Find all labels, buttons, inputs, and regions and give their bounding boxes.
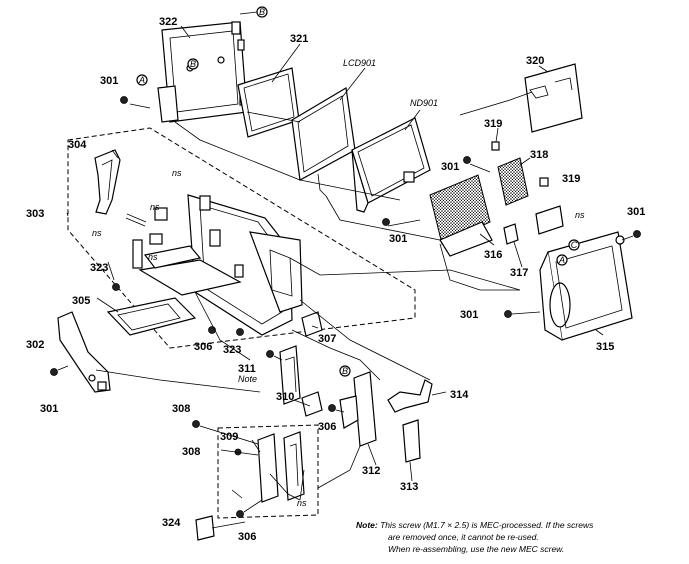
ns-label: ns <box>297 498 307 508</box>
label-319-b: 319 <box>562 173 580 185</box>
part-314-flex-cable <box>387 379 433 413</box>
leader-lines <box>57 25 634 529</box>
label-323-a: 323 <box>90 262 108 274</box>
part-320-sheet <box>524 63 583 133</box>
label-306-a: 306 <box>194 341 212 353</box>
part-311-hinge-plate <box>279 345 301 405</box>
part-310-bracket <box>301 391 323 417</box>
ns-label: ns <box>150 202 160 212</box>
ns-label: ns <box>148 252 158 262</box>
ns-label: ns <box>92 228 102 238</box>
label-311-note: Note <box>238 374 257 384</box>
callout-b-frame: B <box>190 59 196 69</box>
label-316: 316 <box>484 249 502 261</box>
label-307: 307 <box>318 333 336 345</box>
part-ns-small-block <box>535 205 564 235</box>
part-308-group <box>217 424 319 519</box>
ns-label: ns <box>575 210 585 220</box>
label-306-b: 306 <box>318 421 336 433</box>
label-311: 311 <box>238 363 256 375</box>
part-321-glass-panel <box>237 67 300 138</box>
label-302: 302 <box>26 339 44 351</box>
note-text: Note: This screw (M1.7 × 2.5) is MEC-pro… <box>356 519 686 555</box>
label-306-c: 306 <box>238 531 256 543</box>
label-310: 310 <box>276 391 294 403</box>
label-301-a: 301 <box>100 75 118 87</box>
label-314: 314 <box>450 389 469 401</box>
part-312-bracket <box>339 371 377 447</box>
ns-markers: ns ns ns ns ns ns <box>92 168 585 508</box>
callout-a-right: A <box>558 255 565 265</box>
part-317 <box>503 223 519 245</box>
note-label: Note: <box>356 520 378 530</box>
label-321: 321 <box>290 33 308 45</box>
part-307-clip <box>301 311 323 337</box>
part-lcd901-panel <box>291 87 356 197</box>
label-303: 303 <box>26 208 44 220</box>
part-315-rear-cover <box>539 231 633 341</box>
part-304-bracket <box>94 149 121 215</box>
part-303-main-frame-group <box>67 127 416 349</box>
callout-markers: B A B A C B <box>136 6 580 377</box>
ns-label: ns <box>172 168 182 178</box>
part-322-lcd-frame <box>157 21 249 123</box>
part-302-side-plate <box>57 311 111 393</box>
label-308-a: 308 <box>172 403 190 415</box>
label-304: 304 <box>68 139 87 151</box>
label-315: 315 <box>596 341 614 353</box>
part-labels: 322 321 LCD901 320 ND901 301 319 318 301… <box>26 16 645 543</box>
label-lcd901: LCD901 <box>343 58 376 68</box>
label-308-b: 308 <box>182 446 200 458</box>
callout-c-right: C <box>571 240 578 250</box>
part-318-sensor <box>497 157 529 206</box>
label-305: 305 <box>72 295 90 307</box>
label-301-e: 301 <box>460 309 478 321</box>
part-313-cover <box>402 419 421 463</box>
note-line-2: are removed once, it cannot be re-used. <box>388 532 539 542</box>
callout-a-left: A <box>138 75 145 85</box>
label-317: 317 <box>510 267 528 279</box>
part-nd-hatched-block <box>429 174 493 257</box>
label-309: 309 <box>220 431 238 443</box>
label-nd901: ND901 <box>410 98 438 108</box>
label-301-c: 301 <box>389 233 407 245</box>
label-313: 313 <box>400 481 418 493</box>
label-320: 320 <box>526 55 544 67</box>
label-324: 324 <box>162 517 181 529</box>
label-301-f: 301 <box>40 403 58 415</box>
label-301-b: 301 <box>441 161 459 173</box>
note-line-3: When re-assembling, use the new MEC scre… <box>388 544 565 554</box>
label-322: 322 <box>159 16 177 28</box>
label-319-a: 319 <box>484 118 502 130</box>
callout-b-top: B <box>259 7 265 17</box>
label-323-b: 323 <box>223 344 241 356</box>
label-318: 318 <box>530 149 548 161</box>
note-line-1: This screw (M1.7 × 2.5) is MEC-processed… <box>380 520 594 530</box>
part-324-pad <box>195 515 215 541</box>
label-301-d: 301 <box>627 206 645 218</box>
part-nd901-board <box>351 117 431 213</box>
screws <box>50 96 641 518</box>
callout-b-lower: B <box>342 366 348 376</box>
label-312: 312 <box>362 465 380 477</box>
